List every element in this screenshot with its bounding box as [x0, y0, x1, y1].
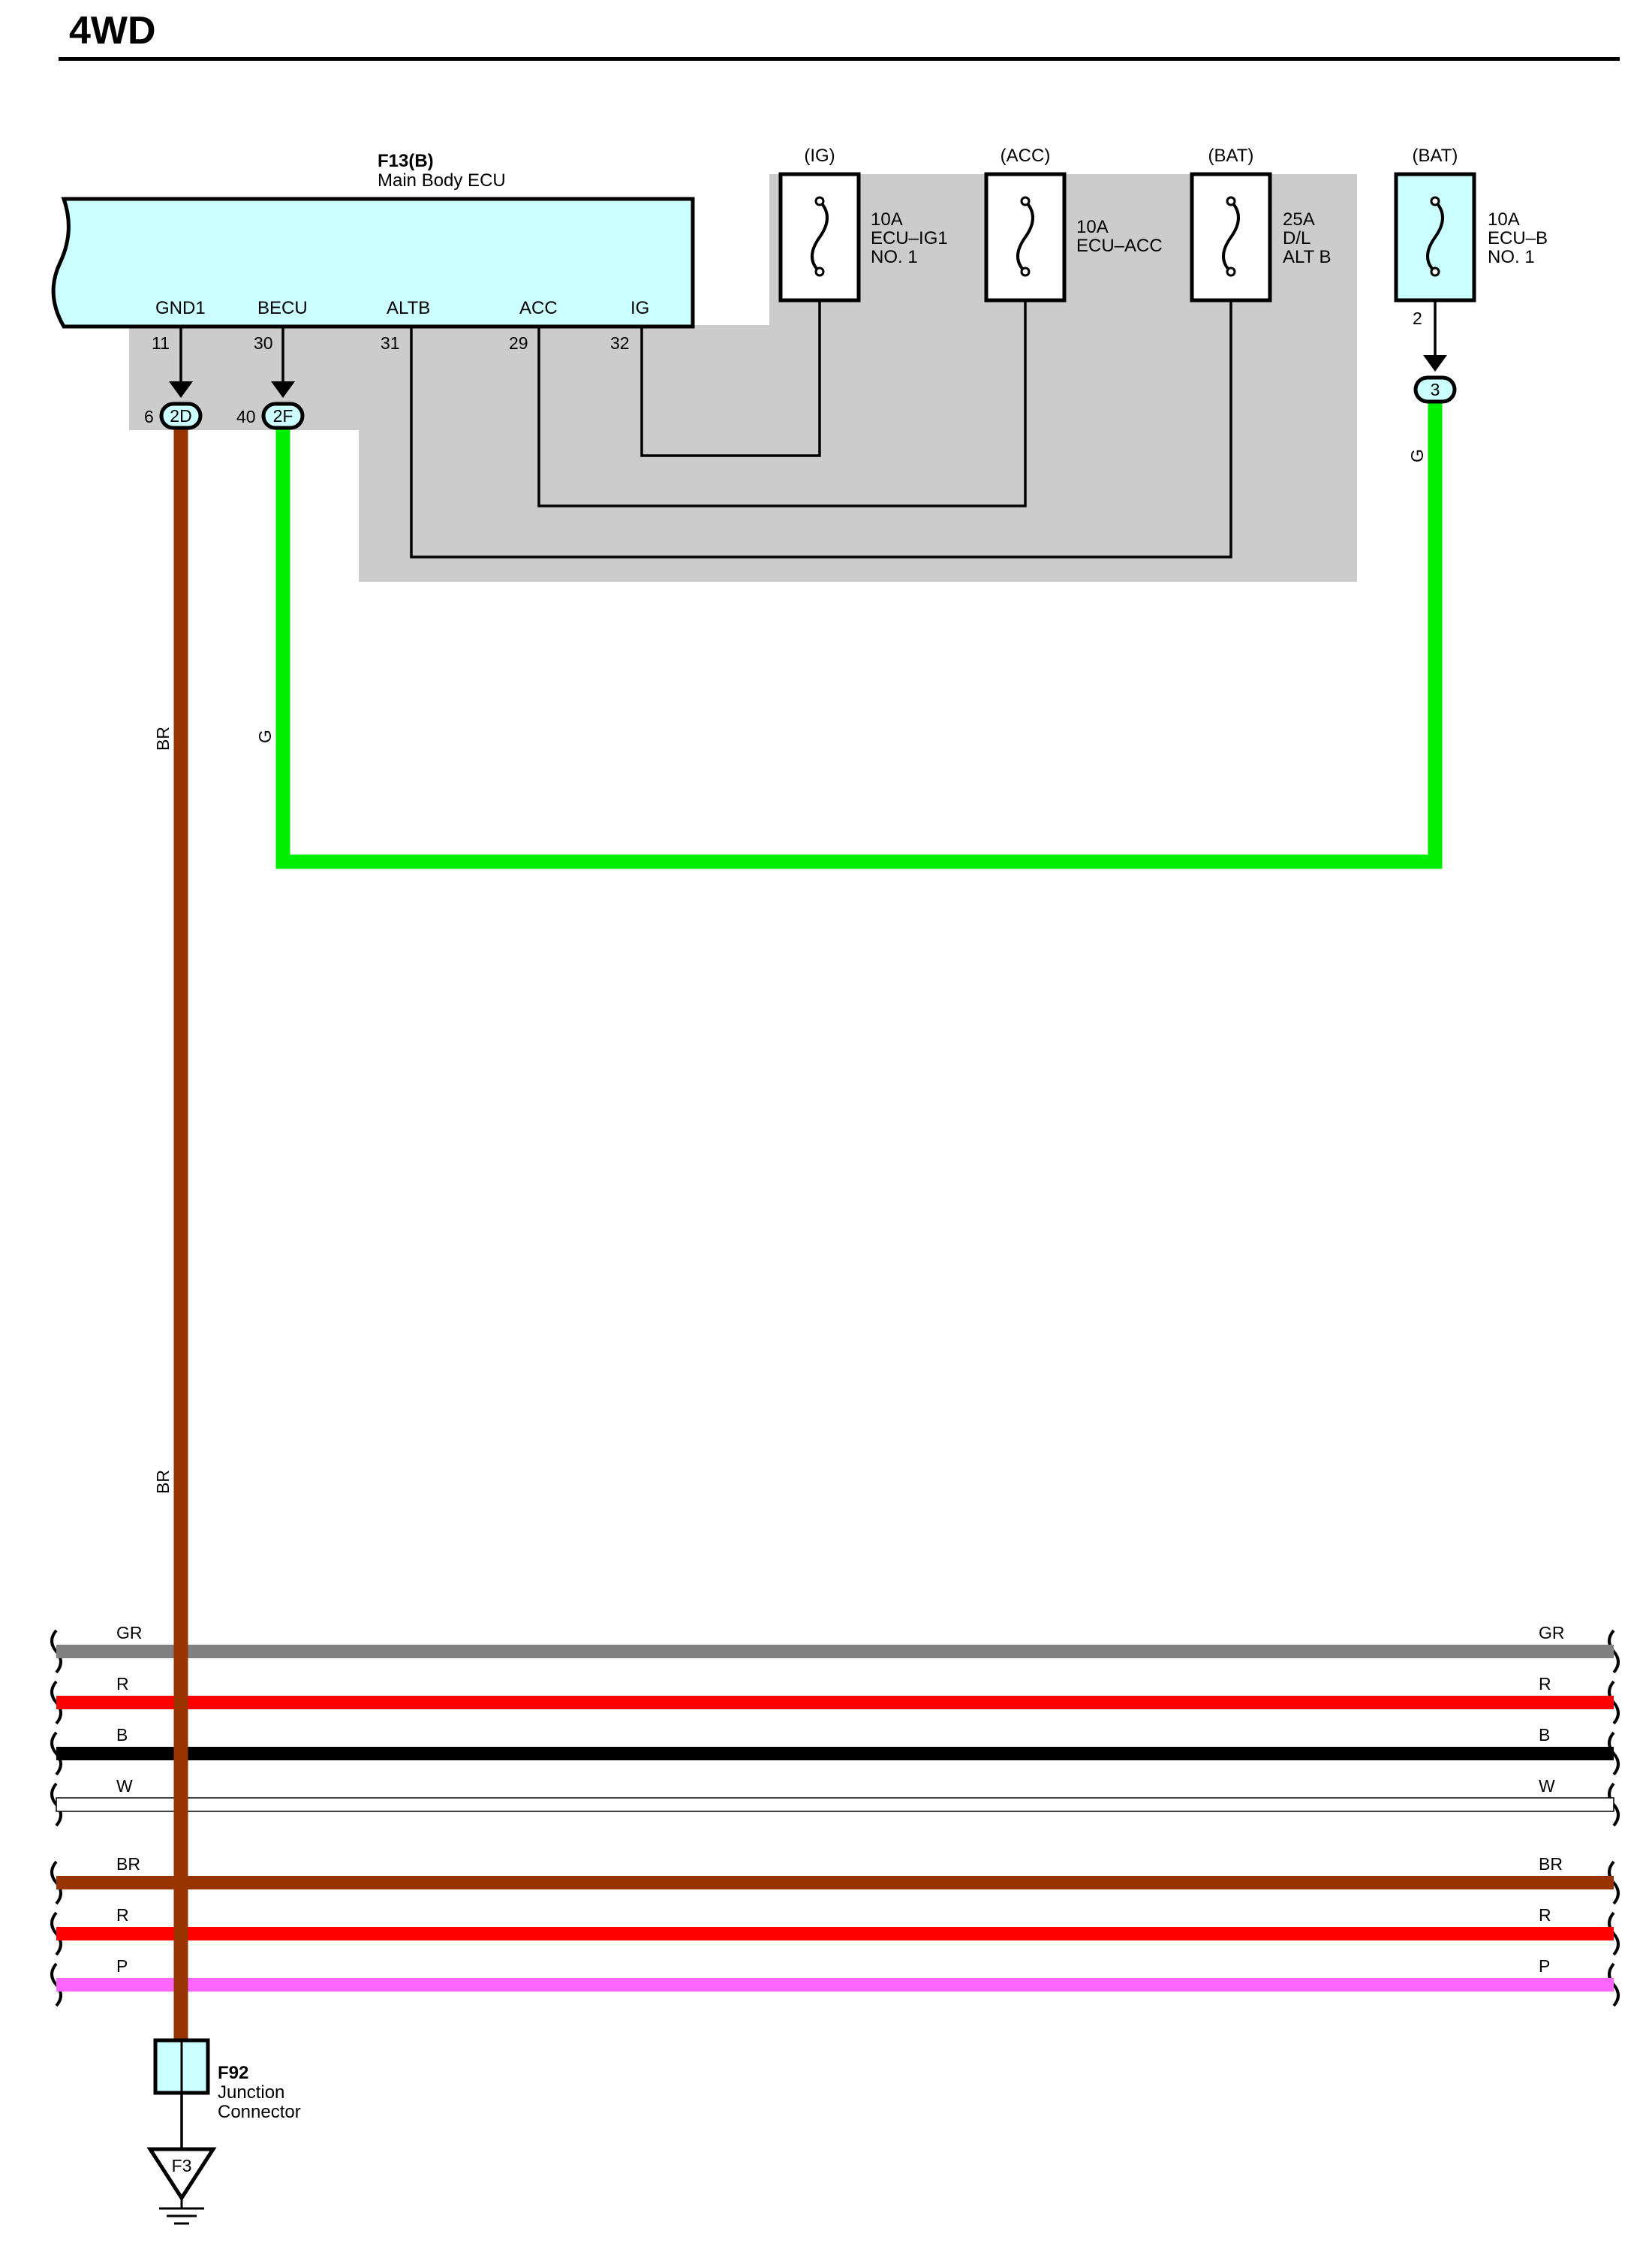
junction-connector-f92: 4 F92 Junction Connector — [153, 2037, 301, 2149]
title-rule — [59, 57, 1620, 61]
bus-wire-label-left: GR — [116, 1623, 143, 1642]
pin-32: 32 — [610, 333, 630, 353]
bus-wire-label-right: P — [1539, 1956, 1550, 1976]
connector-2d-label: 2D — [170, 406, 191, 426]
junction-id: F92 — [218, 2063, 248, 2083]
connector-2f-pin: 40 — [236, 407, 256, 426]
svg-text:ECU–B: ECU–B — [1488, 228, 1548, 248]
svg-text:10A: 10A — [1076, 217, 1109, 237]
terminal-becu: BECU — [257, 298, 308, 318]
svg-text:NO. 1: NO. 1 — [1488, 247, 1535, 267]
wire-bus: GR GR R R B B W W BR BR R R P P — [50, 1623, 1620, 2007]
svg-text:10A: 10A — [871, 209, 903, 230]
ecu-name: Main Body ECU — [378, 170, 506, 191]
connector-3-label: 3 — [1431, 380, 1440, 399]
wire-label-g: G — [255, 730, 275, 743]
svg-text:D/L: D/L — [1283, 228, 1310, 248]
terminal-acc: ACC — [519, 298, 558, 318]
pin-31: 31 — [381, 333, 400, 353]
fuse-ecu-b: (BAT) 10A ECU–B NO. 1 — [1394, 146, 1548, 303]
fuse-source: (BAT) — [1413, 146, 1458, 166]
ground-label: F3 — [172, 2156, 192, 2175]
arrow-down-icon — [1423, 355, 1447, 372]
connector-2f: 2F 40 — [236, 402, 305, 430]
svg-text:25A: 25A — [1283, 209, 1315, 230]
ground-icon — [146, 2147, 217, 2202]
bus-wire — [56, 1797, 1614, 1812]
junction-line1: Junction — [218, 2082, 284, 2103]
bus-wire-label-right: GR — [1539, 1623, 1565, 1642]
fuse-icon — [811, 200, 829, 273]
green-wire — [275, 400, 1443, 869]
bus-wire-label-left: R — [116, 1674, 129, 1694]
connector-2f-label: 2F — [273, 406, 293, 426]
pin-30: 30 — [254, 333, 273, 353]
connector-2d-pin: 6 — [144, 407, 154, 426]
bus-wire-label-right: W — [1539, 1776, 1555, 1796]
fuse-source: (IG) — [804, 146, 835, 166]
arrow-down-icon — [271, 381, 295, 398]
bus-wire-label-right: R — [1539, 1674, 1551, 1694]
wire-label-br: BR — [153, 1470, 173, 1494]
terminal-altb: ALTB — [387, 298, 430, 318]
svg-text:10A: 10A — [1488, 209, 1520, 230]
bus-wire-label-left: R — [116, 1905, 129, 1925]
bus-wire-label-right: BR — [1539, 1854, 1563, 1874]
connector-leads — [169, 300, 1447, 398]
svg-text:ALT B: ALT B — [1283, 247, 1331, 267]
ecu-id: F13(B) — [378, 151, 434, 171]
svg-text:NO. 1: NO. 1 — [871, 247, 918, 267]
fuse-dl-alt-b: (BAT) 25A D/L ALT B — [1190, 146, 1331, 303]
internal-wiring — [410, 300, 1232, 558]
terminal-gnd1: GND1 — [155, 298, 206, 318]
bus-wire-label-left: B — [116, 1725, 128, 1745]
wire-label-g: G — [1407, 449, 1427, 462]
junction-line2: Connector — [218, 2102, 301, 2122]
fuse-ecu-acc: (ACC) 10A ECU–ACC — [984, 146, 1163, 303]
bus-wire-label-right: R — [1539, 1905, 1551, 1925]
pin-11: 11 — [152, 333, 170, 353]
svg-text:ECU–ACC: ECU–ACC — [1076, 236, 1163, 256]
fuse-icon — [1016, 200, 1034, 273]
bus-wire-label-left: BR — [116, 1854, 140, 1874]
fuse-icon — [1222, 200, 1240, 273]
fuse-source: (BAT) — [1208, 146, 1254, 166]
fuse-source: (ACC) — [1001, 146, 1051, 166]
wire-label-br: BR — [153, 727, 173, 751]
fuse-icon — [1426, 200, 1444, 273]
svg-text:ECU–IG1: ECU–IG1 — [871, 228, 948, 248]
bus-wire-label-left: W — [116, 1776, 133, 1796]
connector-3-pin: 2 — [1413, 309, 1422, 328]
terminal-ig: IG — [630, 298, 649, 318]
connector-3: 3 2 — [1413, 309, 1457, 404]
main-body-ecu: F13(B) Main Body ECU GND1 BECU ALTB ACC … — [51, 151, 695, 353]
connector-2d: 2D 6 — [144, 402, 203, 430]
page-title: 4WD — [69, 9, 156, 53]
bus-wire-label-left: P — [116, 1956, 128, 1976]
bus-wire-label-right: B — [1539, 1725, 1550, 1745]
ground-f3: F3 — [146, 2147, 217, 2225]
arrow-down-icon — [169, 381, 193, 398]
fuse-ecu-ig1: (IG) 10A ECU–IG1 NO. 1 — [778, 146, 948, 303]
pin-29: 29 — [509, 333, 528, 353]
